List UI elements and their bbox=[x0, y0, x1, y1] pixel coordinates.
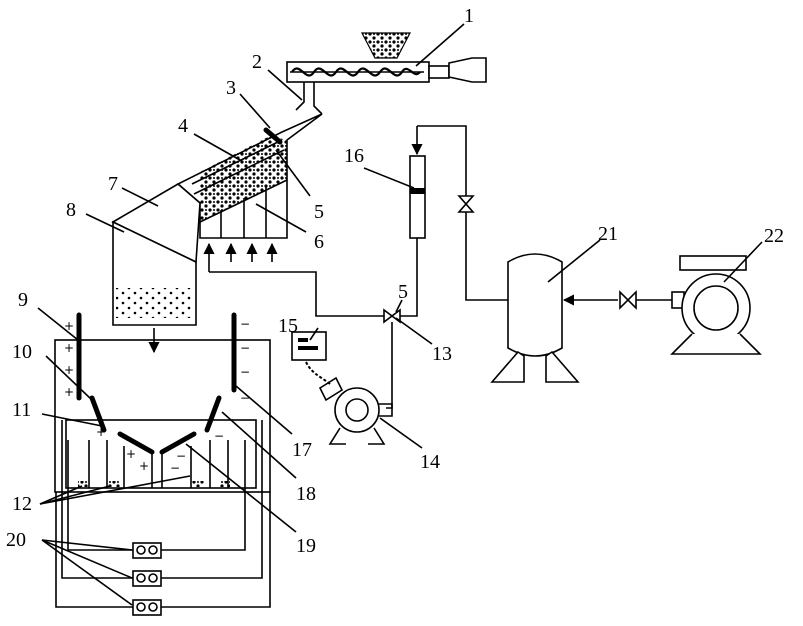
label-7: 7 bbox=[108, 173, 118, 195]
charge-sign: + bbox=[126, 447, 136, 461]
label-21: 21 bbox=[598, 223, 618, 245]
blower bbox=[320, 378, 392, 444]
right-guide-plate bbox=[207, 398, 219, 430]
charge-sign: + bbox=[96, 425, 106, 439]
label-6: 6 bbox=[314, 231, 324, 253]
feeder-motor bbox=[449, 58, 486, 82]
label-5: 5 bbox=[314, 201, 324, 223]
charge-sign: − bbox=[240, 365, 250, 379]
collection-bin bbox=[78, 481, 88, 487]
collector-box bbox=[113, 184, 200, 352]
label-18: 18 bbox=[296, 483, 316, 505]
valve bbox=[620, 292, 636, 308]
label-8: 8 bbox=[66, 199, 76, 221]
label-12: 12 bbox=[12, 493, 32, 515]
charge-sign: + bbox=[139, 459, 149, 473]
charge-sign: + bbox=[64, 385, 74, 399]
charge-sign: − bbox=[240, 317, 250, 331]
feed-hopper bbox=[362, 33, 410, 58]
label-5b: 5 bbox=[398, 281, 408, 303]
label-4: 4 bbox=[178, 115, 188, 137]
air-tank bbox=[492, 254, 578, 382]
flowmeter bbox=[400, 126, 466, 316]
compressor bbox=[672, 256, 760, 354]
power-supply bbox=[133, 600, 161, 615]
valve bbox=[384, 310, 400, 322]
label-22: 22 bbox=[764, 225, 784, 247]
label-9: 9 bbox=[18, 289, 28, 311]
collected-powder bbox=[116, 288, 193, 318]
label-1: 1 bbox=[464, 5, 474, 27]
label-14: 14 bbox=[420, 451, 440, 473]
label-2: 2 bbox=[252, 51, 262, 73]
charge-sign: − bbox=[240, 341, 250, 355]
screw-shaft bbox=[429, 66, 449, 78]
label-3: 3 bbox=[226, 77, 236, 99]
air-inlet-arrows bbox=[209, 244, 390, 316]
label-10: 10 bbox=[12, 341, 32, 363]
collection-bin bbox=[192, 481, 204, 487]
label-19: 19 bbox=[296, 535, 316, 557]
power-supply bbox=[133, 571, 161, 586]
label-11: 11 bbox=[12, 399, 31, 421]
wire bbox=[68, 440, 245, 550]
label-15: 15 bbox=[278, 315, 298, 337]
label-20: 20 bbox=[6, 529, 26, 551]
label-13: 13 bbox=[432, 343, 452, 365]
valve bbox=[459, 196, 473, 212]
charge-sign: − bbox=[170, 461, 180, 475]
charge-sign: − bbox=[214, 429, 224, 443]
wire bbox=[62, 420, 262, 578]
label-17: 17 bbox=[292, 439, 312, 461]
label-16: 16 bbox=[344, 145, 364, 167]
collection-bin bbox=[220, 481, 230, 487]
electrostatic-separator: + + + + + + + − − − − − − − bbox=[55, 315, 270, 615]
screw-feeder bbox=[287, 33, 486, 82]
charge-sign: + bbox=[64, 341, 74, 355]
power-supply bbox=[133, 543, 161, 558]
